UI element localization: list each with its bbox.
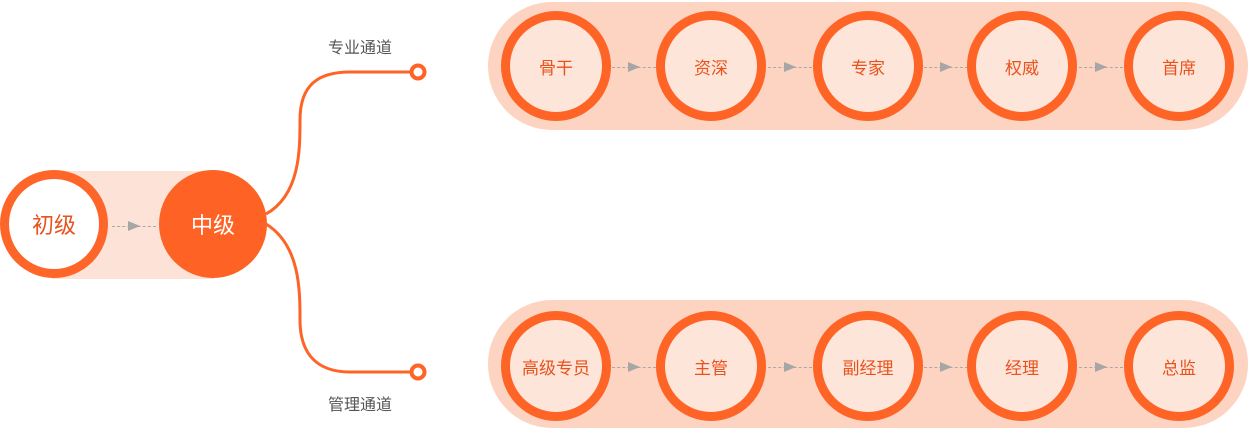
track-label-professional: 专业通道 — [328, 38, 393, 57]
branch-line-management — [265, 222, 410, 374]
step-arrow — [924, 362, 968, 372]
step-arrow — [768, 362, 812, 372]
step-arrow — [612, 362, 656, 372]
track-label-management: 管理通道 — [328, 395, 393, 414]
step-label: 首席 — [1162, 58, 1196, 79]
branch-end-dot-management — [409, 363, 427, 381]
step-label: 专家 — [851, 58, 885, 79]
step-node: 总监 — [1124, 311, 1234, 421]
step-arrow — [1079, 362, 1123, 372]
step-node: 经理 — [967, 311, 1077, 421]
step-label: 权威 — [1005, 58, 1039, 79]
step-node: 骨干 — [501, 11, 611, 121]
step-label: 主管 — [694, 358, 728, 379]
step-label: 资深 — [694, 58, 728, 79]
step-arrow — [1079, 62, 1123, 72]
step-label: 副经理 — [842, 358, 894, 379]
level-junior-node: 初级 — [0, 170, 108, 278]
step-node: 高级专员 — [501, 311, 611, 421]
step-node: 权威 — [967, 11, 1077, 121]
step-arrow — [924, 62, 968, 72]
step-node: 专家 — [813, 11, 923, 121]
step-node: 资深 — [656, 11, 766, 121]
step-label: 骨干 — [539, 58, 573, 79]
step-label: 高级专员 — [522, 358, 590, 379]
step-node: 主管 — [656, 311, 766, 421]
step-arrow — [612, 62, 656, 72]
branch-end-dot-professional — [409, 63, 427, 81]
step-node: 首席 — [1124, 11, 1234, 121]
step-label: 总监 — [1162, 358, 1196, 379]
step-node: 副经理 — [813, 311, 923, 421]
level-mid-node: 中级 — [159, 170, 267, 278]
branch-line-professional — [265, 70, 410, 216]
arrow-junior-to-mid — [112, 221, 156, 231]
step-label: 经理 — [1005, 358, 1039, 379]
level-mid-label: 中级 — [190, 214, 235, 239]
step-arrow — [768, 62, 812, 72]
level-junior-label: 初级 — [31, 214, 76, 239]
